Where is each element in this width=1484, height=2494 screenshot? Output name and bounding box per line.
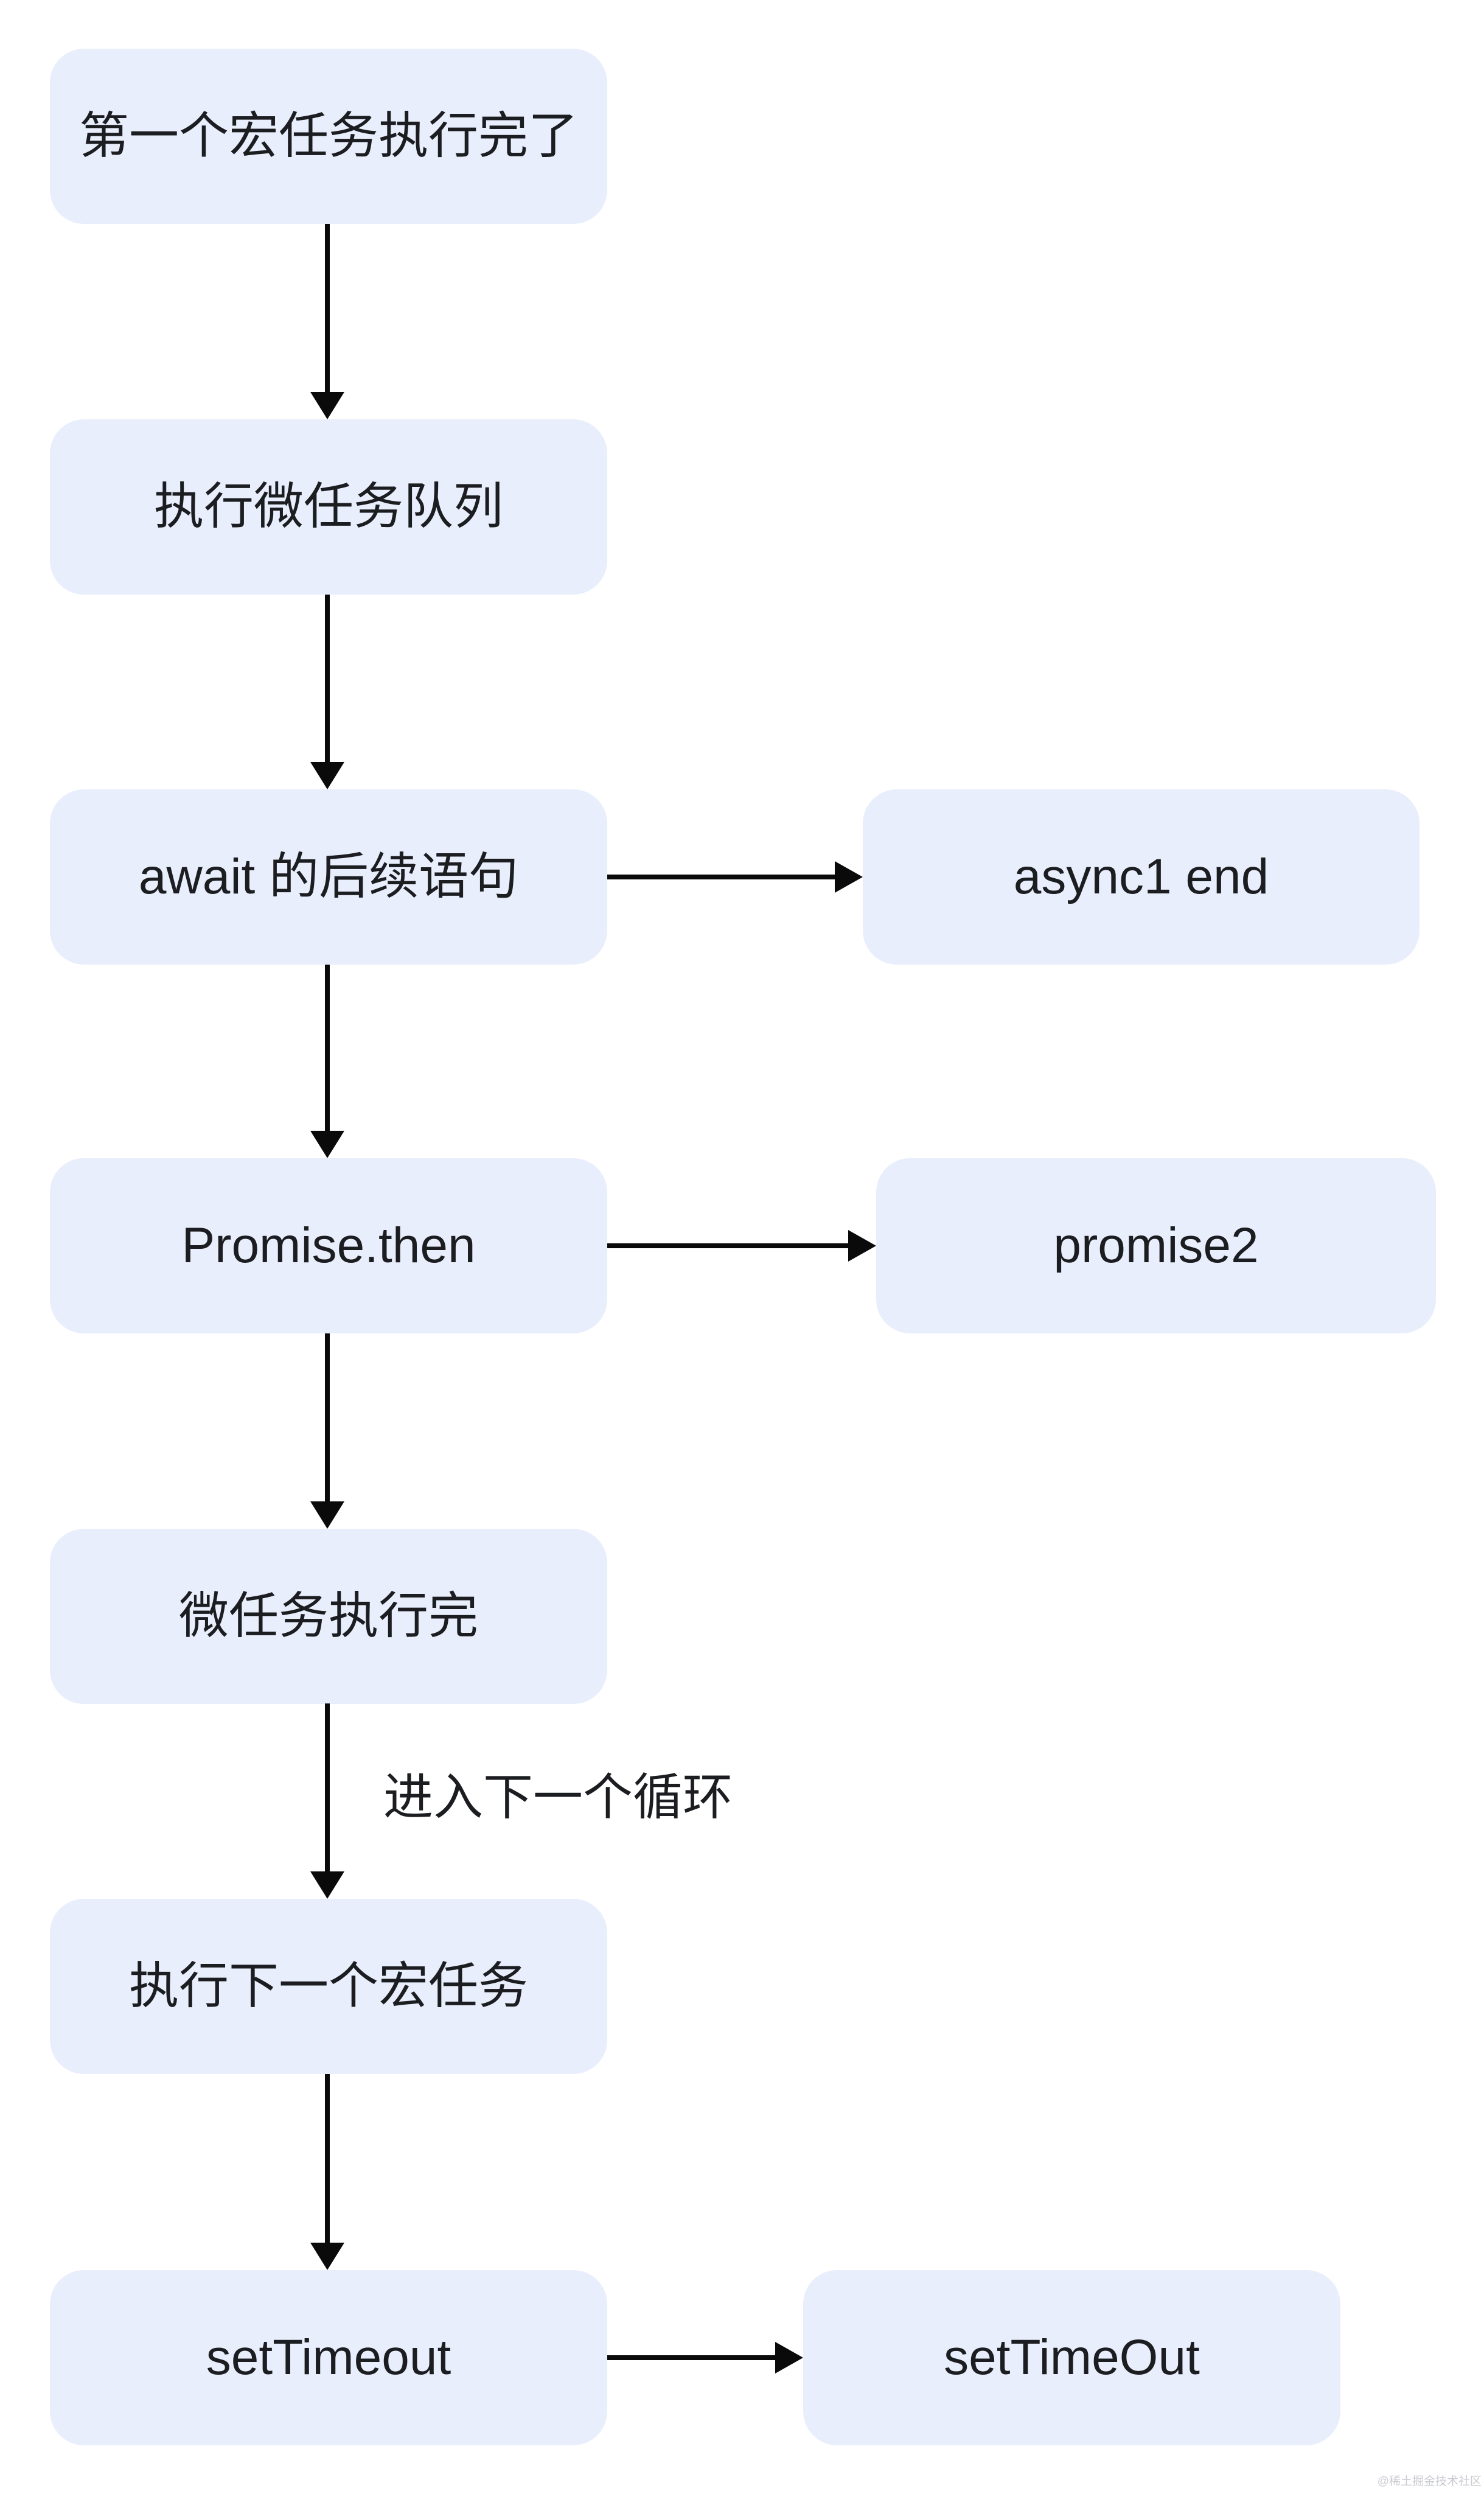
node-settimeout: setTimeout	[50, 2270, 607, 2445]
arrow-head-down-icon	[310, 2243, 344, 2270]
node-first-macrotask-done: 第一个宏任务执行完了	[50, 49, 607, 224]
node-label: setTimeout	[206, 2330, 451, 2385]
arrow-line	[607, 2355, 775, 2360]
arrow-head-down-icon	[310, 1871, 344, 1899]
arrow-head-right-icon	[775, 2342, 803, 2373]
arrow-head-down-icon	[310, 1131, 344, 1158]
node-settimeout-queue: setTimeOut	[803, 2270, 1340, 2445]
arrow-line	[325, 1703, 330, 1871]
node-label: setTimeOut	[944, 2330, 1200, 2385]
arrow-line	[607, 1243, 848, 1248]
arrow-line	[607, 875, 835, 879]
node-label: await 的后续语句	[138, 849, 519, 904]
arrow-line	[325, 965, 330, 1131]
node-label: 微任务执行完	[178, 1588, 478, 1644]
node-label: async1 end	[1013, 849, 1269, 904]
node-label: 执行微任务队列	[153, 479, 503, 534]
node-microtasks-done: 微任务执行完	[50, 1529, 607, 1704]
arrow-head-right-icon	[848, 1230, 876, 1262]
arrow-head-right-icon	[835, 861, 863, 893]
node-promise2: promise2	[876, 1158, 1436, 1333]
arrow-head-down-icon	[310, 1501, 344, 1529]
node-label: promise2	[1053, 1218, 1259, 1273]
node-label: 第一个宏任务执行完了	[78, 108, 578, 164]
arrow-line	[325, 2074, 330, 2243]
watermark-text: @稀土掘金技术社区	[1377, 2475, 1482, 2488]
arrow-line	[325, 595, 330, 762]
node-label: Promise.then	[181, 1218, 476, 1273]
node-label: 执行下一个宏任务	[128, 1958, 528, 2014]
node-run-microtask-queue: 执行微任务队列	[50, 419, 607, 595]
arrow-head-down-icon	[310, 392, 344, 419]
arrow-line	[325, 1333, 330, 1501]
node-async1-end: async1 end	[863, 789, 1420, 965]
node-await-following-statements: await 的后续语句	[50, 789, 607, 965]
node-promise-then: Promise.then	[50, 1158, 607, 1333]
arrow-line	[325, 224, 330, 392]
arrow-head-down-icon	[310, 762, 344, 789]
edge-label-next-loop: 进入下一个循环	[383, 1770, 733, 1825]
node-next-macrotask: 执行下一个宏任务	[50, 1899, 607, 2074]
